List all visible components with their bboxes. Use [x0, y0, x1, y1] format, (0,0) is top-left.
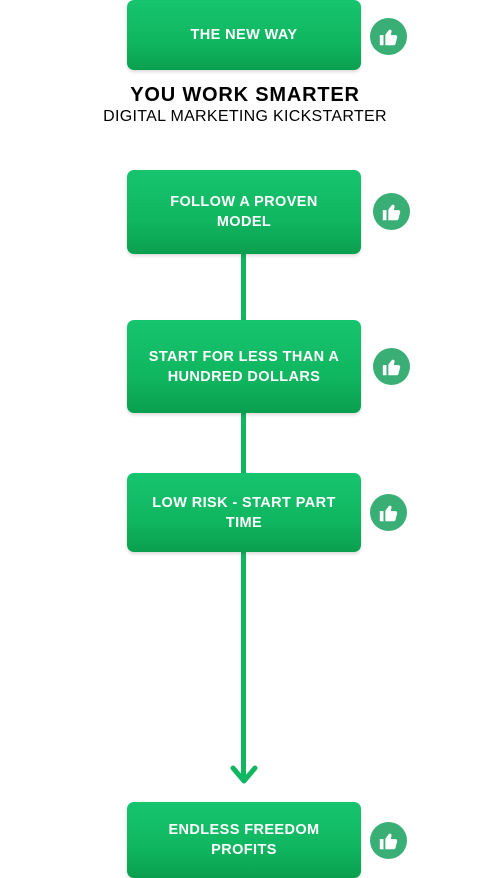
thumbs-up-icon: [370, 822, 407, 859]
thumbs-up-icon: [370, 494, 407, 531]
connector-line: [241, 410, 246, 475]
page-title: YOU WORK SMARTER: [130, 84, 360, 106]
final-label: ENDLESS FREEDOM PROFITS: [168, 822, 320, 858]
connector-line: [241, 550, 246, 778]
step-box-follow-model: FOLLOW A PROVEN MODEL: [127, 170, 361, 254]
endless-freedom-box: ENDLESS FREEDOM PROFITS: [127, 802, 361, 878]
step-label: START FOR LESS THAN A HUNDRED DOLLARS: [148, 348, 340, 385]
thumbs-up-icon: [373, 348, 410, 385]
the-new-way-box: THE NEW WAY: [127, 0, 361, 70]
step-label: LOW RISK - START PART TIME: [152, 494, 336, 531]
step-label: FOLLOW A PROVEN MODEL: [170, 194, 318, 230]
thumbs-up-icon: [370, 18, 407, 55]
connector-line: [241, 252, 246, 322]
thumbs-up-icon: [373, 193, 410, 230]
page-subtitle: DIGITAL MARKETING KICKSTARTER: [103, 108, 387, 125]
step-box-start-for-less: START FOR LESS THAN A HUNDRED DOLLARS: [127, 320, 361, 413]
step-box-low-risk: LOW RISK - START PART TIME: [127, 473, 361, 552]
the-new-way-label: THE NEW WAY: [190, 27, 298, 43]
arrow-head-icon: [230, 765, 258, 784]
